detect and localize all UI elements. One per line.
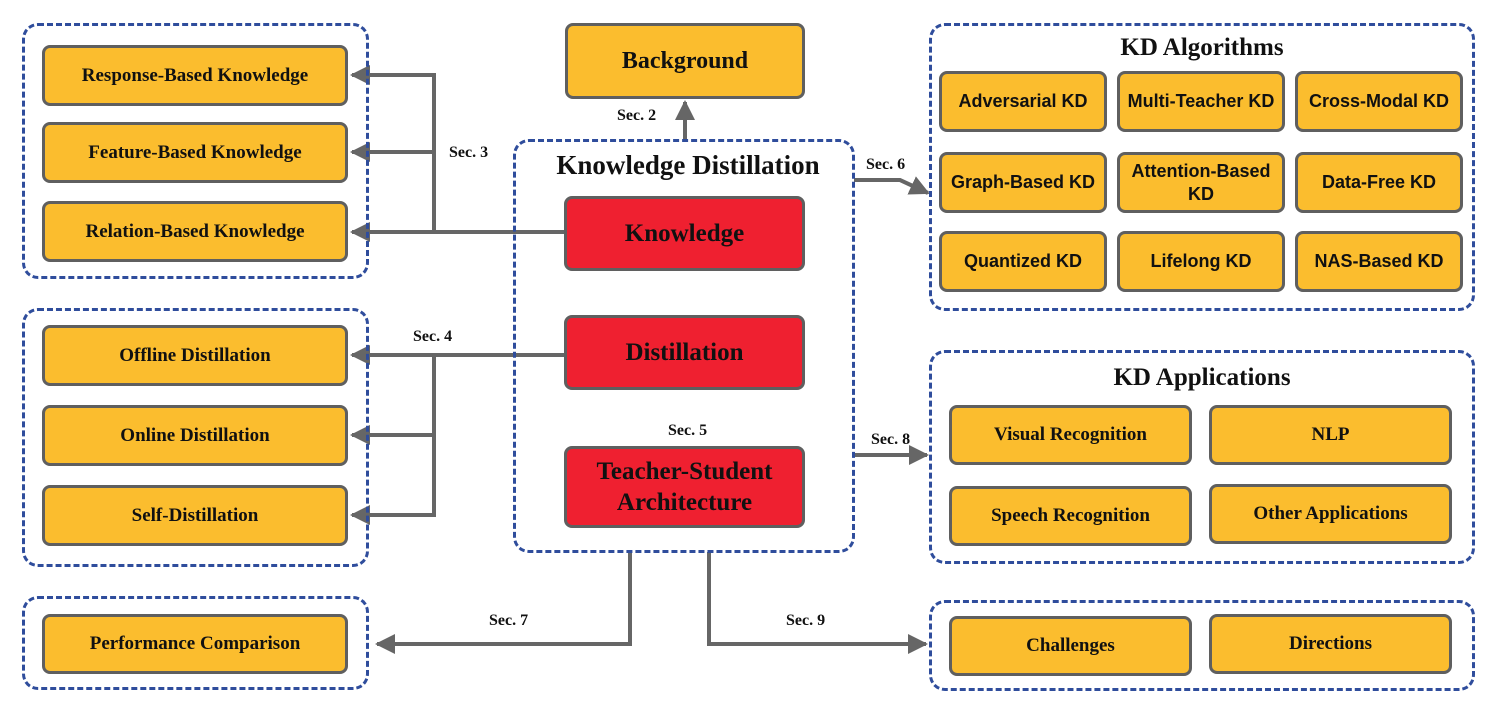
graph-based-kd: Graph-Based KD bbox=[939, 152, 1107, 213]
lifelong-kd: Lifelong KD bbox=[1117, 231, 1285, 292]
relation-based-knowledge: Relation-Based Knowledge bbox=[42, 201, 348, 262]
sec-5-label: Sec. 5 bbox=[668, 422, 708, 439]
cross-modal-kd: Cross-Modal KD bbox=[1295, 71, 1463, 132]
kd-algorithms-title: KD Algorithms bbox=[1120, 34, 1284, 61]
self-distillation: Self-Distillation bbox=[42, 485, 348, 546]
attention-based-kd: Attention-Based KD bbox=[1117, 152, 1285, 213]
knowledge-distillation-group bbox=[513, 139, 855, 553]
knowledge-distillation-title: Knowledge Distillation bbox=[556, 150, 820, 180]
nlp: NLP bbox=[1209, 405, 1452, 465]
feature-based-knowledge: Feature-Based Knowledge bbox=[42, 122, 348, 183]
sec-7-label: Sec. 7 bbox=[489, 612, 529, 629]
challenges: Challenges bbox=[949, 616, 1192, 676]
teacher-student-architecture-box: Teacher-Student Architecture bbox=[564, 446, 805, 528]
kd-applications-group bbox=[929, 350, 1475, 564]
directions: Directions bbox=[1209, 614, 1452, 674]
kd-applications-title: KD Applications bbox=[1113, 364, 1291, 391]
knowledge-box: Knowledge bbox=[564, 196, 805, 271]
other-applications: Other Applications bbox=[1209, 484, 1452, 544]
performance-comparison: Performance Comparison bbox=[42, 614, 348, 674]
sec-6-label: Sec. 6 bbox=[866, 156, 906, 173]
future-group bbox=[929, 600, 1475, 691]
sec-9-label: Sec. 9 bbox=[786, 612, 826, 629]
quantized-kd: Quantized KD bbox=[939, 231, 1107, 292]
knowledge-types-group bbox=[22, 23, 369, 279]
online-distillation: Online Distillation bbox=[42, 405, 348, 466]
sec-4-label: Sec. 4 bbox=[413, 328, 453, 345]
background-box: Background bbox=[565, 23, 805, 99]
kd-algorithms-group bbox=[929, 23, 1475, 311]
data-free-kd: Data-Free KD bbox=[1295, 152, 1463, 213]
multi-teacher-kd: Multi-Teacher KD bbox=[1117, 71, 1285, 132]
adversarial-kd: Adversarial KD bbox=[939, 71, 1107, 132]
performance-group bbox=[22, 596, 369, 690]
nas-based-kd: NAS-Based KD bbox=[1295, 231, 1463, 292]
connector-performance bbox=[375, 552, 632, 654]
connector-schemes bbox=[350, 355, 436, 525]
response-based-knowledge: Response-Based Knowledge bbox=[42, 45, 348, 106]
sec-3-label: Sec. 3 bbox=[449, 144, 489, 161]
sec-8-label: Sec. 8 bbox=[871, 431, 911, 448]
speech-recognition: Speech Recognition bbox=[949, 486, 1192, 546]
visual-recognition: Visual Recognition bbox=[949, 405, 1192, 465]
connector-algorithms bbox=[854, 176, 930, 195]
sec-2-label: Sec. 2 bbox=[617, 107, 657, 124]
distillation-box: Distillation bbox=[564, 315, 805, 390]
connector-future bbox=[707, 552, 928, 654]
offline-distillation: Offline Distillation bbox=[42, 325, 348, 386]
distillation-schemes-group bbox=[22, 308, 369, 567]
